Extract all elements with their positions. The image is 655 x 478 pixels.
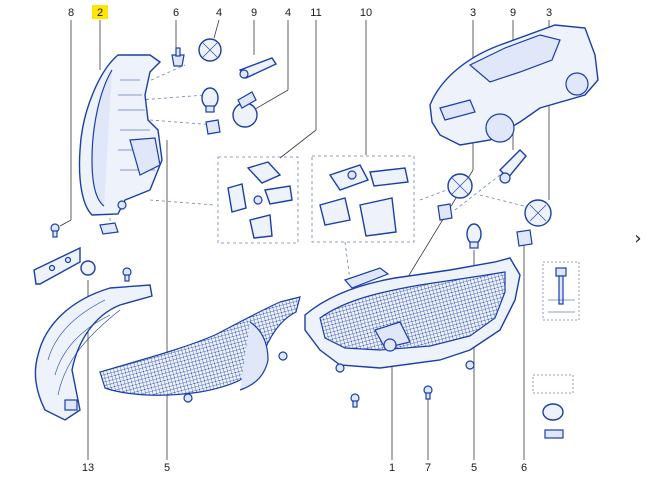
- callout-5-b: 5: [471, 462, 477, 474]
- bulb-small-top: [205, 119, 221, 135]
- callout-11: 11: [310, 7, 321, 19]
- bulb-socket-mid: [437, 203, 453, 221]
- bulb-5-top: [201, 87, 219, 113]
- next-arrow-button[interactable]: ›: [634, 227, 642, 249]
- bracket-kit-11: [217, 156, 299, 244]
- callout-6-bot: 6: [521, 462, 527, 474]
- callout-1: 1: [389, 462, 395, 474]
- callout-4-a: 4: [216, 7, 222, 19]
- screw-detail-inset: [542, 261, 580, 321]
- holder-9-b: [499, 149, 527, 184]
- holder-9-a: [238, 57, 278, 79]
- car-illustration: [429, 24, 599, 146]
- cap-3-a: [447, 173, 473, 199]
- screw-center: [350, 393, 360, 408]
- callout-labels: 8 2 6 4 9 4 11 10 3 9 3 13 5 1 7 5 6: [68, 5, 552, 474]
- callout-3-b: 3: [546, 7, 552, 19]
- headlamp-rear-assembly: [78, 54, 163, 216]
- screw-bottom-left: [122, 267, 132, 282]
- cap-4-a: [198, 38, 222, 62]
- screw-7: [423, 385, 433, 400]
- headlamp-unit-1: [304, 257, 521, 373]
- callout-2: 2: [97, 7, 103, 19]
- lamp-housing-13: [34, 284, 153, 421]
- cap-4-b: [232, 91, 258, 128]
- callout-3-a: 3: [470, 7, 476, 19]
- callout-13: 13: [82, 462, 94, 474]
- callout-4-b: 4: [285, 7, 291, 19]
- bulb-socket-6-bottom: [516, 229, 533, 247]
- bracket-part: [33, 246, 81, 285]
- callout-9-b: 9: [510, 7, 516, 19]
- callout-5-a: 5: [164, 462, 170, 474]
- bulb-socket-6-top: [171, 47, 185, 67]
- lamp-lens-left: [99, 296, 301, 403]
- cap-part: [80, 260, 96, 276]
- bulb-detail-inset: [532, 374, 574, 439]
- cap-3-b: [524, 199, 552, 227]
- callout-10: 10: [360, 7, 372, 19]
- callout-6-top: 6: [173, 7, 179, 19]
- callout-9-a: 9: [251, 7, 257, 19]
- bulb-5-right: [466, 223, 482, 249]
- screw-8: [50, 223, 60, 238]
- callout-8: 8: [68, 7, 74, 19]
- clip-part: [99, 222, 119, 235]
- bracket-kit-10: [311, 155, 415, 243]
- callout-7: 7: [425, 462, 431, 474]
- callout-highlight: [92, 5, 108, 19]
